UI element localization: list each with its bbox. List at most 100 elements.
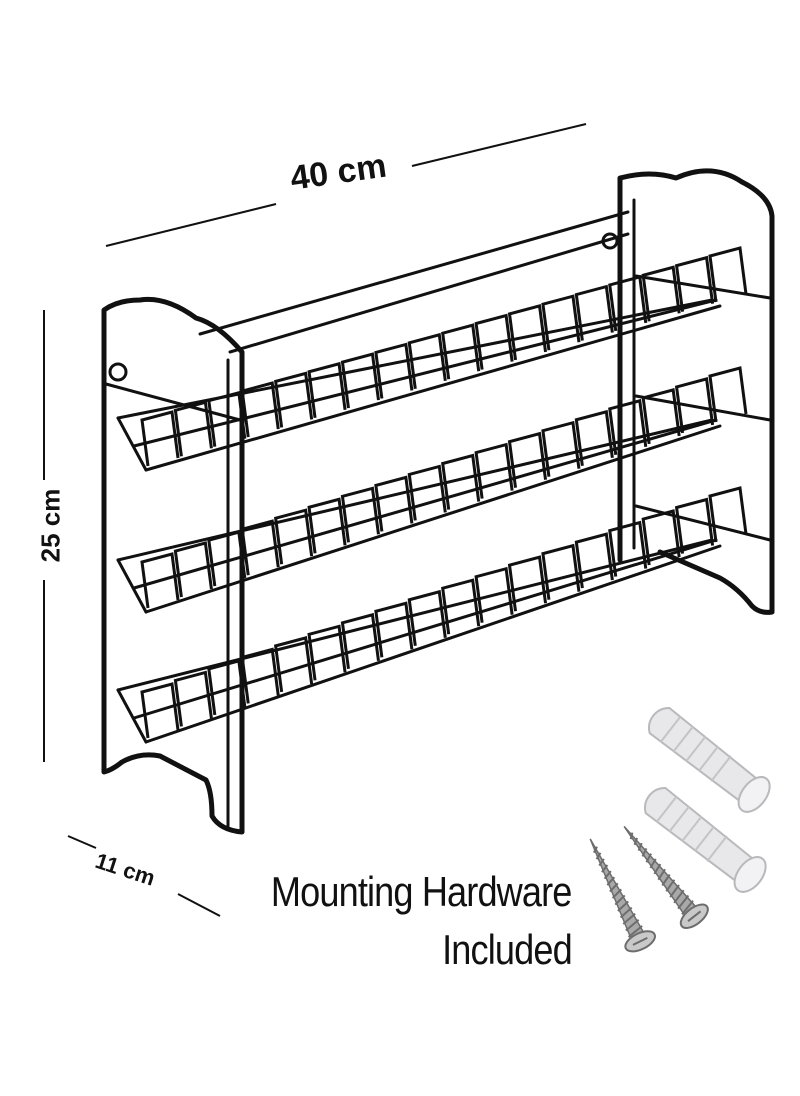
- shelf-slat: [474, 566, 514, 623]
- shelf-slat: [273, 371, 314, 428]
- screw-thread: [617, 900, 629, 912]
- shelf-slat: [507, 555, 548, 612]
- screw-thread: [653, 863, 662, 875]
- shelf-slat: [708, 246, 748, 303]
- shelf-slat: [340, 486, 380, 543]
- screw-thread: [661, 873, 671, 887]
- shelf-slat: [541, 543, 581, 600]
- shelf-slat: [374, 475, 414, 532]
- shelf-slat: [441, 323, 481, 380]
- side-rails: [104, 274, 772, 542]
- spice-rack: [101, 168, 775, 835]
- shelf-slat: [608, 275, 648, 332]
- shelf-slat: [708, 366, 748, 423]
- shelf-2: [116, 418, 722, 614]
- shelf-slat: [608, 520, 648, 577]
- depth-dimension-line-right: [177, 893, 221, 917]
- shelf-slat: [240, 519, 280, 576]
- shelf-slat: [708, 486, 748, 543]
- left-mount-hole: [108, 362, 128, 382]
- screw-thread: [645, 853, 652, 863]
- screw-thread: [606, 876, 616, 886]
- shelf-slat: [307, 497, 347, 554]
- screw-thread: [637, 842, 643, 852]
- shelf-slat: [407, 589, 447, 646]
- screw-thread: [627, 925, 643, 938]
- screw-thread: [669, 884, 680, 898]
- shelf-slat: [407, 332, 447, 390]
- depth-dimension-line-left: [67, 835, 97, 849]
- shelf-slat: [541, 294, 581, 351]
- screw-thread: [633, 837, 638, 846]
- shelf-slat: [474, 313, 514, 370]
- screw-icon: [589, 838, 656, 953]
- screw-thread: [598, 858, 605, 867]
- shelf-slat: [207, 659, 247, 716]
- shelf-slat: [441, 578, 481, 635]
- screw-thread: [595, 852, 602, 860]
- shelf-slat: [240, 381, 280, 438]
- screw-thread: [677, 894, 690, 910]
- hardware-caption-line1: Mounting Hardware: [271, 868, 572, 915]
- shelf-slat: [307, 624, 347, 681]
- shelf-slat: [574, 409, 614, 466]
- wall-anchor-icon: [643, 786, 767, 893]
- screw-thread: [673, 889, 685, 904]
- shelf-slat: [407, 464, 447, 521]
- shelf-slat: [574, 532, 614, 589]
- shelf-slat: [340, 352, 380, 409]
- screw-thread: [593, 846, 598, 854]
- top-back-rail: [198, 210, 630, 336]
- hardware-caption-line2: Included: [442, 926, 573, 973]
- height-dimension-label: 25 cm: [35, 488, 66, 563]
- shelf-slat: [674, 377, 715, 434]
- rack-left-side-frame: [101, 296, 245, 835]
- shelf-slat: [641, 265, 681, 322]
- shelf-slat: [140, 410, 180, 467]
- screw-thread: [614, 894, 626, 906]
- shelf-slat: [340, 612, 380, 670]
- shelf-slat: [641, 509, 681, 566]
- screw-thread: [601, 864, 609, 873]
- rack-right-side-frame: [617, 168, 775, 615]
- shelf-slats: [140, 246, 748, 739]
- shelf-slat: [307, 361, 347, 418]
- shelf-slat: [173, 670, 213, 727]
- shelf-slat: [173, 541, 213, 598]
- shelf-slat: [574, 284, 614, 341]
- shelf-slat: [507, 431, 548, 488]
- shelf-slat: [674, 255, 715, 312]
- screw-thread: [622, 912, 636, 925]
- shelf-slat: [608, 398, 648, 456]
- mounting-hardware: [589, 706, 771, 953]
- screw-thread: [681, 900, 694, 916]
- shelf-slat: [374, 601, 414, 658]
- width-dimension-line-right: [411, 123, 587, 167]
- shelf-slat: [140, 682, 180, 739]
- shelf-slat: [273, 508, 314, 565]
- width-dimension-line-left: [105, 203, 277, 247]
- shelf-slat: [641, 387, 681, 445]
- shelf-slat: [173, 400, 213, 457]
- shelf-slat: [140, 552, 180, 609]
- shelf-slat: [674, 497, 715, 554]
- wall-anchor-icon: [647, 706, 771, 813]
- screw-thread: [629, 832, 634, 840]
- shelf-slat: [474, 442, 514, 499]
- screw-thread: [619, 906, 633, 919]
- screw-thread: [641, 847, 648, 857]
- screw-thread: [665, 879, 676, 892]
- shelf-slat: [541, 420, 581, 477]
- dimension-lines: [43, 123, 587, 917]
- screw-thread: [603, 870, 612, 880]
- shelf-slat: [207, 530, 247, 587]
- shelf-slat: [240, 647, 280, 704]
- shelf-slat: [374, 342, 414, 399]
- screw-icon: [623, 825, 709, 929]
- screw-thread: [649, 858, 657, 869]
- screw-thread: [609, 882, 619, 893]
- screw-thread: [611, 888, 622, 899]
- shelf-slat: [441, 453, 481, 510]
